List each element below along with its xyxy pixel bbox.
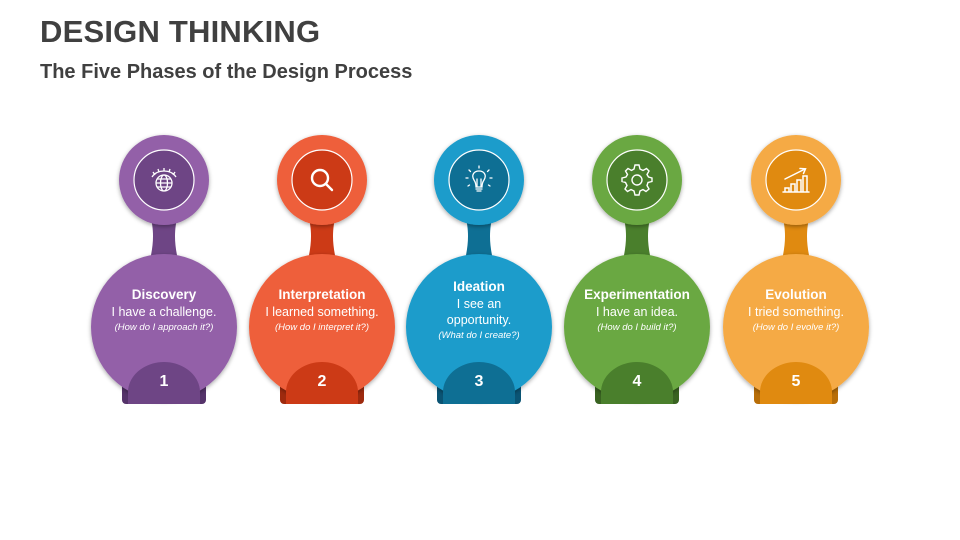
page-subtitle: The Five Phases of the Design Process bbox=[40, 61, 413, 83]
phase-question: (How do I build it?) bbox=[597, 322, 677, 333]
phase-card-experimentation: Experimentation I have an idea. (How do … bbox=[557, 130, 717, 410]
globe-eye-icon bbox=[146, 162, 182, 198]
phase-name: Discovery bbox=[131, 287, 197, 302]
phase-name: Interpretation bbox=[278, 287, 366, 302]
phase-card-discovery: Discovery I have a challenge. (How do I … bbox=[84, 130, 244, 410]
growth-chart-icon bbox=[778, 162, 814, 198]
phase-number: 2 bbox=[317, 373, 327, 390]
phase-statement: I see an opportunity. bbox=[446, 297, 512, 327]
gear-icon bbox=[619, 162, 655, 198]
phase-name: Ideation bbox=[453, 279, 505, 294]
phase-shape bbox=[564, 135, 710, 404]
phase-shape bbox=[249, 135, 395, 404]
phase-number: 4 bbox=[632, 373, 642, 390]
phase-question: (How do I approach it?) bbox=[114, 322, 214, 333]
magnifier-icon bbox=[304, 162, 340, 198]
phase-card-ideation: Ideation I see an opportunity. (What do … bbox=[399, 130, 559, 410]
phase-name: Evolution bbox=[765, 287, 827, 302]
phase-statement: I tried something. bbox=[748, 305, 844, 319]
phase-statement: I learned something. bbox=[265, 305, 379, 319]
phase-number: 5 bbox=[791, 373, 801, 390]
phase-card-interpretation: Interpretation I learned something. (How… bbox=[242, 130, 402, 410]
phase-question: (What do I create?) bbox=[438, 330, 520, 341]
phase-question: (How do I evolve it?) bbox=[752, 322, 840, 333]
phase-shape bbox=[91, 135, 237, 404]
phase-name: Experimentation bbox=[584, 287, 690, 302]
phase-shape bbox=[723, 135, 869, 404]
phase-question: (How do I interpret it?) bbox=[275, 322, 369, 333]
phase-statement: I have an idea. bbox=[595, 305, 678, 319]
phase-card-evolution: Evolution I tried something. (How do I e… bbox=[716, 130, 876, 410]
page-title: DESIGN THINKING bbox=[40, 14, 321, 49]
phase-statement: I have a challenge. bbox=[111, 305, 217, 319]
phase-number: 3 bbox=[474, 373, 484, 390]
lightbulb-icon bbox=[461, 162, 497, 198]
phase-number: 1 bbox=[159, 373, 169, 390]
phase-shape bbox=[406, 135, 552, 404]
